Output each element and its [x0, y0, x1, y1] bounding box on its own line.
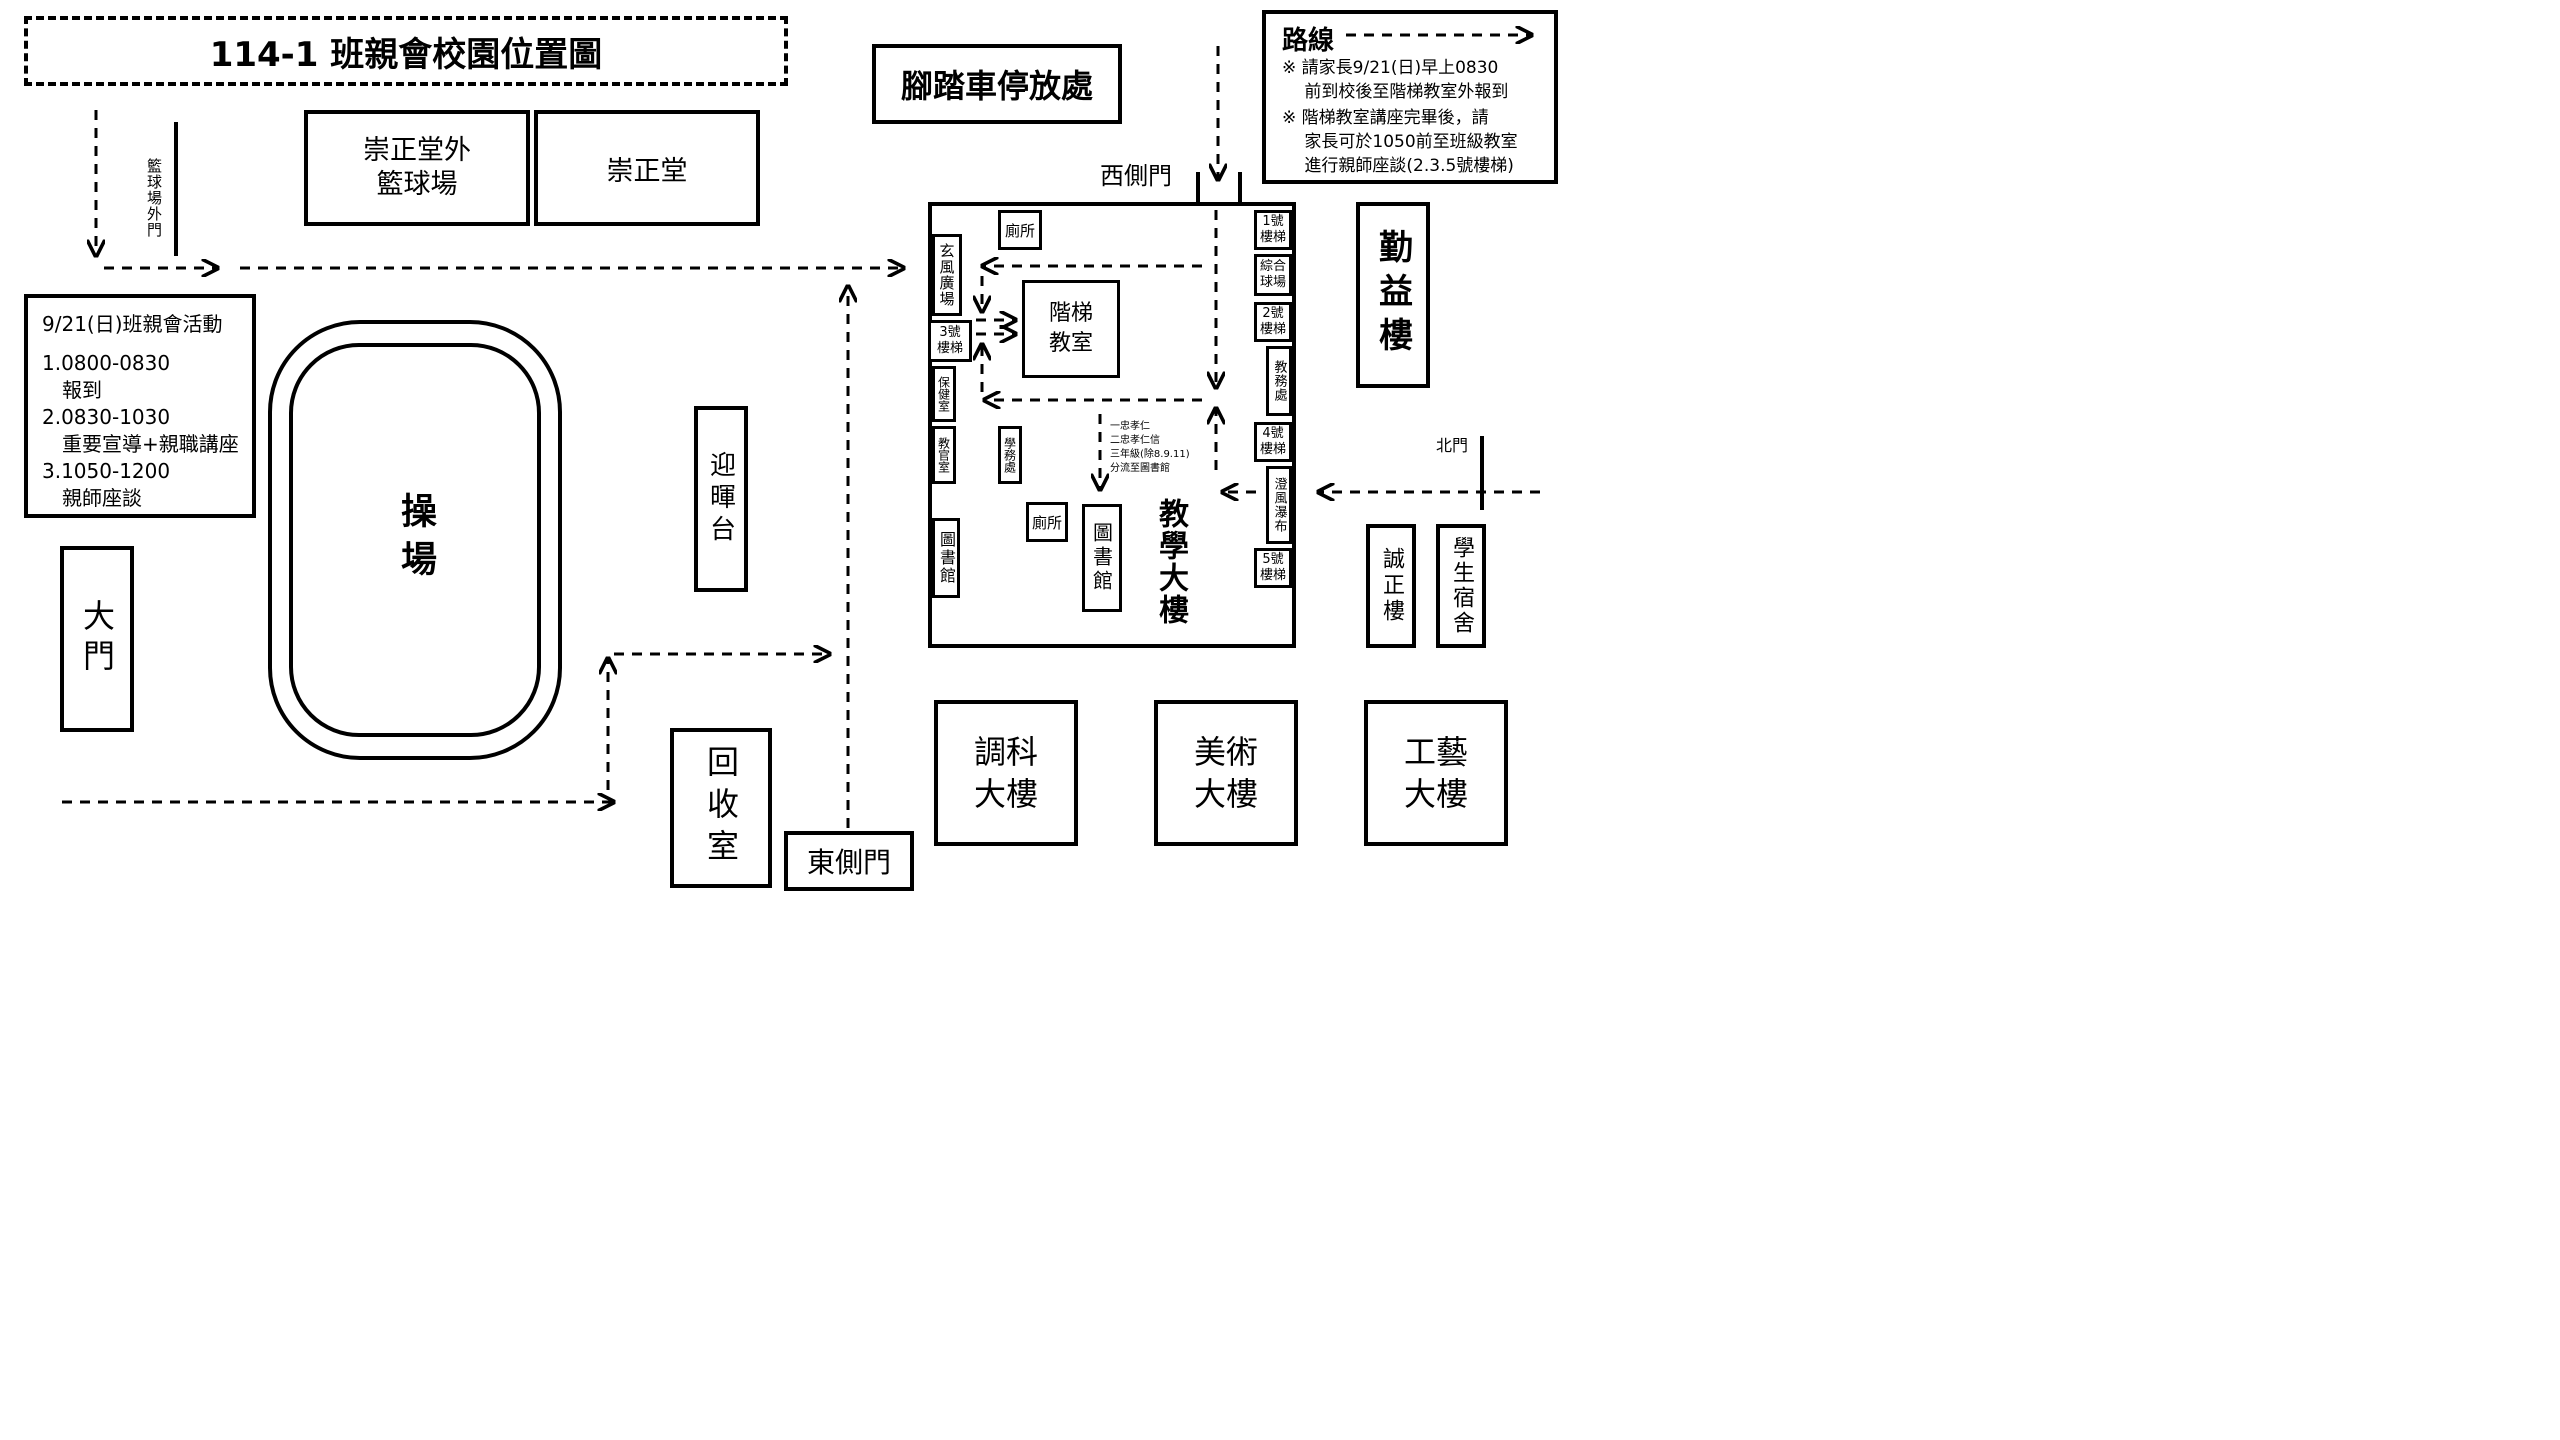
- waterfall: 澄風瀑布: [1266, 466, 1292, 544]
- stair-2: 2號 樓梯: [1254, 302, 1292, 342]
- health-room-label: 保健室: [936, 376, 951, 412]
- lecture-hall: 階梯 教室: [1022, 280, 1120, 378]
- page-title: 114-1 班親會校園位置圖: [209, 34, 603, 75]
- teaching-building: [928, 202, 1296, 648]
- dormitory: 學生宿舍: [1436, 524, 1486, 648]
- recycling-room-label: 回收室: [702, 745, 740, 871]
- library-center-label: 圖書館: [1089, 522, 1114, 594]
- qinyi-building: 勤益樓: [1356, 202, 1430, 388]
- library-left: 圖書館: [932, 518, 960, 598]
- stair-5: 5號 樓梯: [1254, 548, 1292, 588]
- east-side-gate-label: 東側門: [806, 846, 891, 879]
- lecture-hall-label: 階梯 教室: [1048, 301, 1093, 356]
- schedule-item-2: 2.0830-1030 重要宣導+親職講座: [42, 405, 239, 456]
- west-side-gate-label: 西側門: [1100, 162, 1172, 190]
- restroom-top: 廁所: [998, 210, 1042, 250]
- legend-title: 路線: [1282, 26, 1335, 56]
- stair-3-label: 3號 樓梯: [936, 325, 963, 356]
- academic-affairs: 教務處: [1266, 346, 1292, 416]
- stair-1: 1號 樓梯: [1254, 210, 1292, 250]
- instructor-office-label: 教官室: [936, 437, 951, 473]
- schedule-panel: 9/21(日)班親會活動 1.0800-0830 報到 2.0830-1030 …: [24, 294, 256, 518]
- legend-panel: 路線 ※ 請家長9/21(日)早上0830 前到校後至階梯教室外報到 ※ 階梯教…: [1262, 10, 1558, 184]
- playground-outer-track: [268, 320, 562, 760]
- bike-parking: 腳踏車停放處: [872, 44, 1122, 124]
- yinghui-stage: 迎暉台: [694, 406, 748, 592]
- lobby-label: 玄風廣場: [937, 243, 956, 307]
- schedule-item-3: 3.1050-1200 親師座談: [42, 459, 171, 510]
- student-affairs-label: 學務處: [1002, 437, 1017, 473]
- stair-4-label: 4號 樓梯: [1259, 426, 1286, 457]
- dormitory-label: 學生宿舍: [1449, 536, 1474, 636]
- craft-building-label: 工藝 大樓: [1403, 733, 1468, 813]
- chongzheng-hall-label: 崇正堂: [606, 155, 688, 187]
- lobby: 玄風廣場: [932, 234, 962, 316]
- playground-label: 操場: [395, 492, 436, 588]
- sports-court-label: 綜合 球場: [1259, 259, 1286, 290]
- tiaoke-building-label: 調科 大樓: [973, 733, 1038, 813]
- schedule-heading: 9/21(日)班親會活動: [42, 312, 223, 336]
- teaching-building-label: 教學大樓: [1153, 498, 1188, 626]
- chengzheng-building: 誠正樓: [1366, 524, 1416, 648]
- legend-note-2: ※ 階梯教室講座完畢後，請 家長可於1050前至班級教室 進行親師座談(2.3.…: [1282, 108, 1518, 176]
- stair-2-label: 2號 樓梯: [1259, 306, 1286, 337]
- sports-court: 綜合 球場: [1254, 254, 1292, 296]
- chengzheng-building-label: 誠正樓: [1379, 547, 1404, 625]
- art-building-label: 美術 大樓: [1193, 733, 1258, 813]
- east-side-gate: 東側門: [784, 831, 914, 891]
- library-left-label: 圖書館: [937, 531, 956, 585]
- health-room: 保健室: [932, 366, 956, 422]
- craft-building: 工藝 大樓: [1364, 700, 1508, 846]
- stair-5-label: 5號 樓梯: [1259, 552, 1286, 583]
- chongzheng-hall: 崇正堂: [534, 110, 760, 226]
- restroom-bottom-label: 廁所: [1031, 513, 1062, 532]
- north-gate-label: 北門: [1436, 436, 1469, 455]
- main-gate-label: 大門: [78, 599, 116, 679]
- student-affairs: 學務處: [998, 426, 1022, 484]
- stair-4: 4號 樓梯: [1254, 422, 1292, 462]
- chongzheng-outdoor-court-label: 崇正堂外 籃球場: [363, 135, 471, 200]
- academic-affairs-label: 教務處: [1271, 360, 1287, 402]
- court-outer-gate-label: 籃球場外門: [145, 158, 163, 238]
- schedule-item-1: 1.0800-0830 報到: [42, 351, 171, 402]
- yinghui-stage-label: 迎暉台: [705, 451, 736, 547]
- legend-note-1: ※ 請家長9/21(日)早上0830 前到校後至階梯教室外報到: [1282, 58, 1509, 102]
- tiaoke-building: 調科 大樓: [934, 700, 1078, 846]
- title-box: 114-1 班親會校園位置圖: [24, 16, 788, 86]
- qinyi-building-label: 勤益樓: [1372, 229, 1413, 361]
- restroom-bottom: 廁所: [1026, 502, 1068, 542]
- chongzheng-outdoor-court: 崇正堂外 籃球場: [304, 110, 530, 226]
- recycling-room: 回收室: [670, 728, 772, 888]
- stair-3: 3號 樓梯: [928, 320, 972, 362]
- bike-parking-label: 腳踏車停放處: [900, 67, 1093, 105]
- main-gate: 大門: [60, 546, 134, 732]
- playground-inner-field: 操場: [289, 343, 541, 737]
- art-building: 美術 大樓: [1154, 700, 1298, 846]
- stair-1-label: 1號 樓梯: [1259, 214, 1286, 245]
- restroom-top-label: 廁所: [1004, 221, 1035, 240]
- divert-note: 一忠孝仁 二忠孝仁信 三年級(除8.9.11) 分流至圖書館: [1110, 421, 1190, 474]
- waterfall-label: 澄風瀑布: [1271, 477, 1287, 533]
- instructor-office: 教官室: [932, 426, 956, 484]
- library-center: 圖書館: [1082, 504, 1122, 612]
